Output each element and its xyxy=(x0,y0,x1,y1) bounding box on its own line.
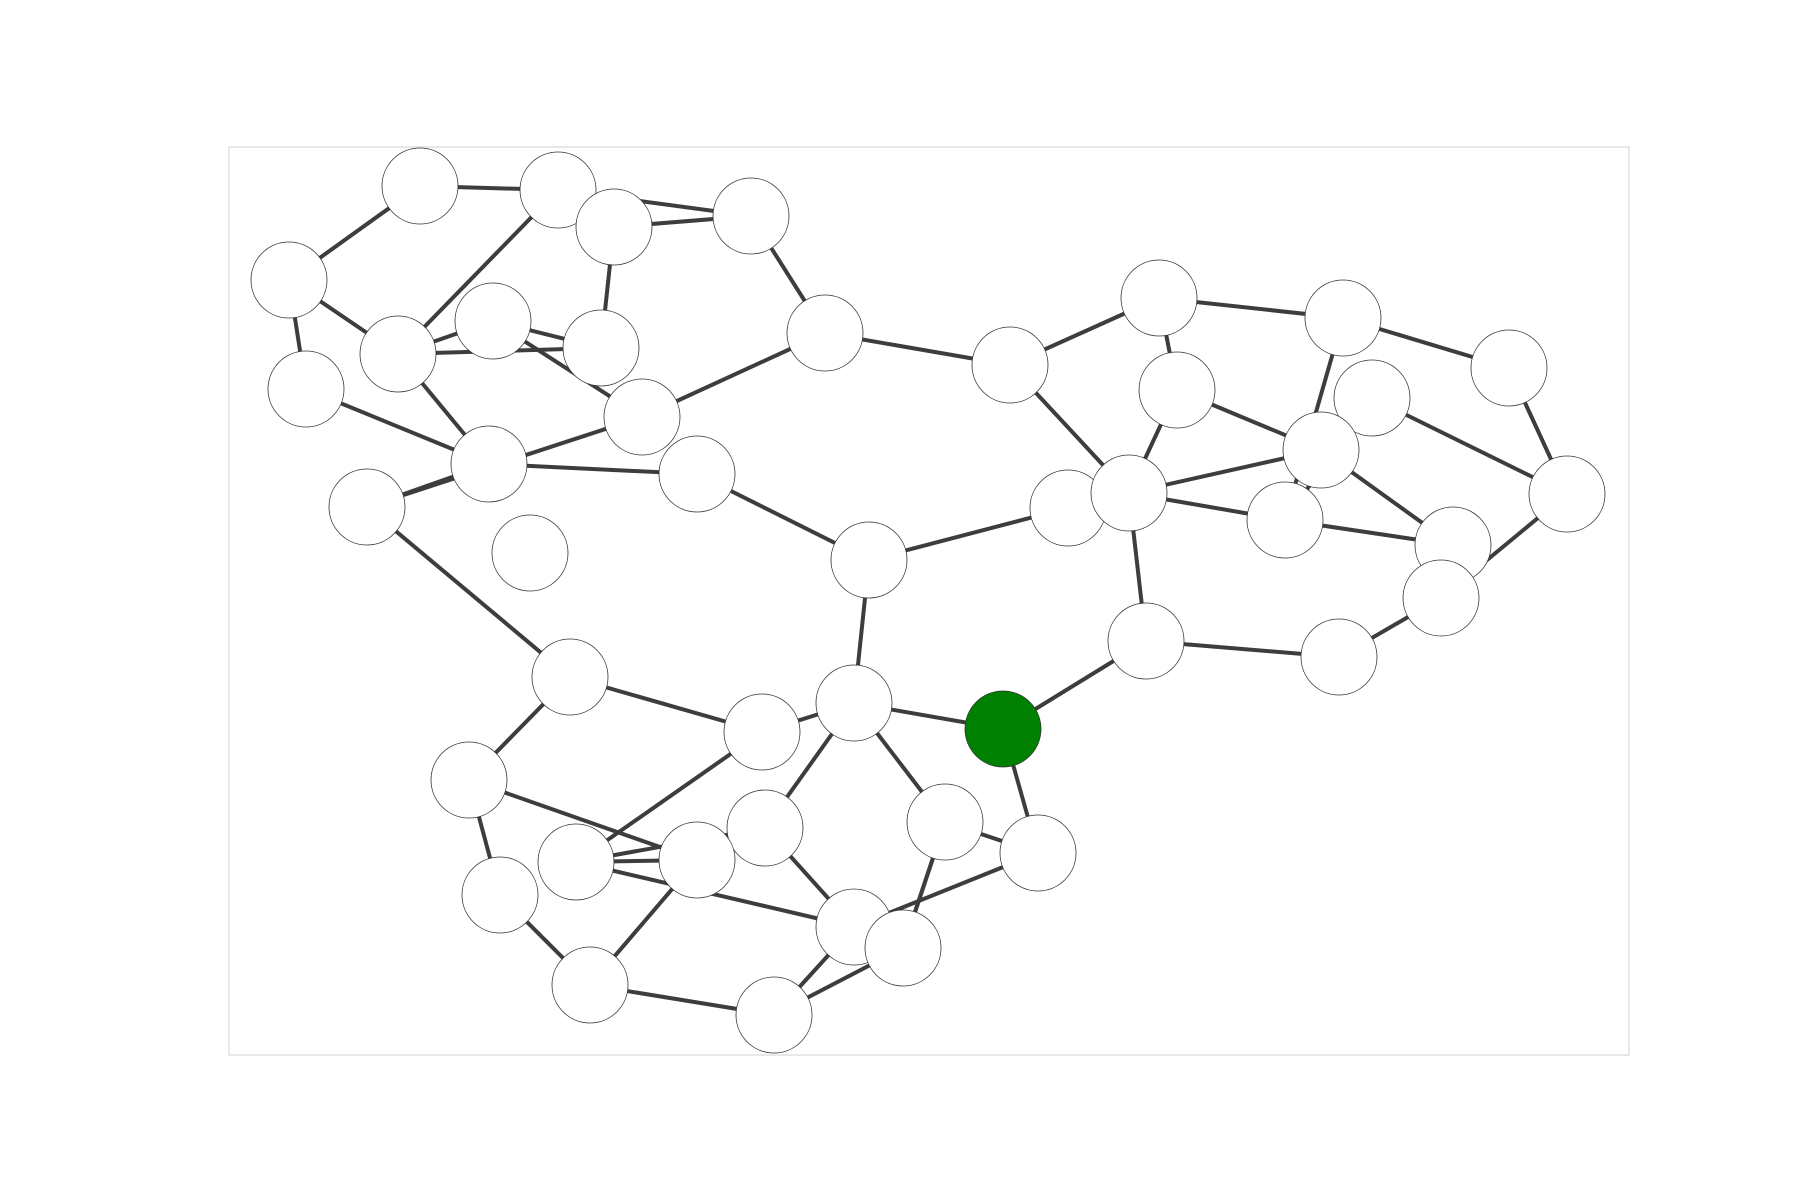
graph-node xyxy=(1107,602,1185,680)
graph-node xyxy=(1402,559,1480,637)
graph-node xyxy=(430,741,508,819)
graph-node xyxy=(815,664,893,742)
graph-node xyxy=(1300,618,1378,696)
graph-node xyxy=(1090,454,1168,532)
graph-node xyxy=(381,147,459,225)
graph-node xyxy=(603,378,681,456)
graph-node xyxy=(1304,279,1382,357)
graph-node xyxy=(726,789,804,867)
graph-node xyxy=(906,783,984,861)
graph-node xyxy=(575,188,653,266)
graph-node xyxy=(1528,455,1606,533)
graph-node xyxy=(491,514,569,592)
graph-node xyxy=(1470,329,1548,407)
graph-node xyxy=(658,821,736,899)
graph-node xyxy=(735,976,813,1054)
plot-frame xyxy=(228,146,1630,1056)
edge-n39-n42 xyxy=(574,860,856,929)
graph-node xyxy=(971,326,1049,404)
graph-node xyxy=(328,468,406,546)
graph-node xyxy=(786,294,864,372)
node-layer xyxy=(250,147,1606,1054)
graph-node xyxy=(723,693,801,771)
graph-node xyxy=(531,638,609,716)
graph-node xyxy=(562,309,640,387)
graph-node xyxy=(461,856,539,934)
graph-node xyxy=(1333,359,1411,437)
graph-node xyxy=(537,823,615,901)
graph-node xyxy=(450,425,528,503)
graph-node xyxy=(864,909,942,987)
graph-node xyxy=(1246,481,1324,559)
graph-node xyxy=(1282,411,1360,489)
highlighted-node xyxy=(964,690,1042,768)
graph-node xyxy=(999,814,1077,892)
graph-node xyxy=(551,946,629,1024)
graph-node xyxy=(359,315,437,393)
graph-node xyxy=(1138,351,1216,429)
edge-n25-n31 xyxy=(365,505,572,679)
graph-node xyxy=(1120,259,1198,337)
graph-node xyxy=(830,521,908,599)
graph-node xyxy=(712,177,790,255)
graph-node xyxy=(454,282,532,360)
graph-node xyxy=(267,350,345,428)
graph-node xyxy=(658,435,736,513)
graph-node xyxy=(250,241,328,319)
graph-node xyxy=(519,151,597,229)
